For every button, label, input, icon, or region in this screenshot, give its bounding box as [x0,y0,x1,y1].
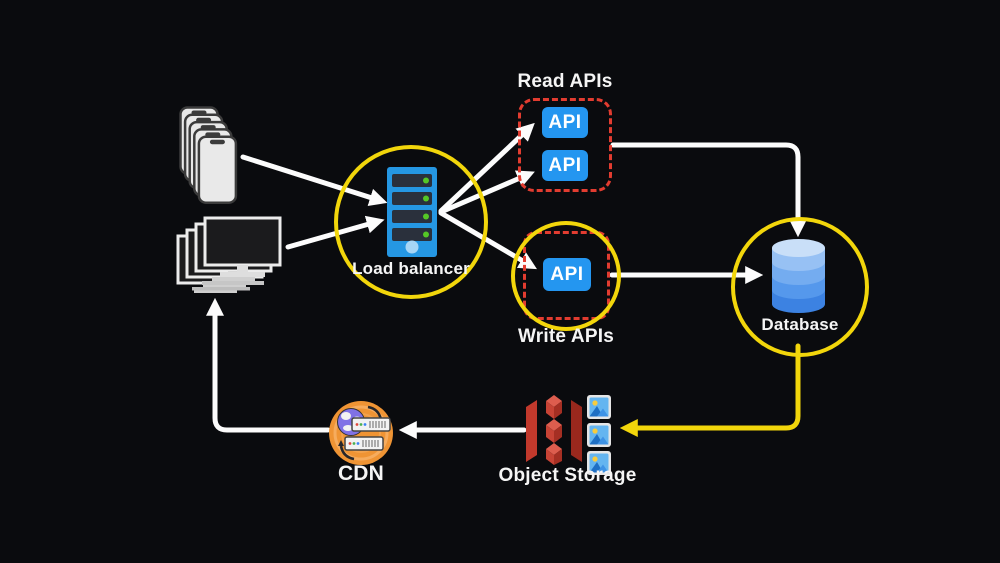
write-api-box: API [543,258,591,291]
mobile-phones-stack-icon [179,106,238,204]
object-storage-label: Object Storage [498,465,637,486]
write-apis-circle [511,221,621,331]
cdn-globe-servers-icon [329,401,393,465]
read-apis-dashed-box [518,98,612,192]
read-apis-label: Read APIs [517,71,613,92]
load-balancer-circle [334,145,488,299]
database-circle [731,217,869,357]
edge-read-apis-to-database [610,142,807,238]
read-api-box-1: API [542,107,588,138]
database-label: Database [761,315,839,334]
cdn-label: CDN [337,462,385,485]
edge-cdn-to-desktop [206,297,331,433]
image-thumbnails-icon [587,395,611,475]
write-apis-label: Write APIs [518,326,614,347]
edge-database-to-object-storage [619,343,801,437]
load-balancer-label: Load balancer [352,259,470,278]
desktop-monitors-stack-icon [176,216,282,293]
read-api-box-2: API [542,150,588,181]
database-cylinder-icon [772,239,825,313]
s3-bucket-icon [526,395,582,465]
server-tower-icon [387,167,437,257]
